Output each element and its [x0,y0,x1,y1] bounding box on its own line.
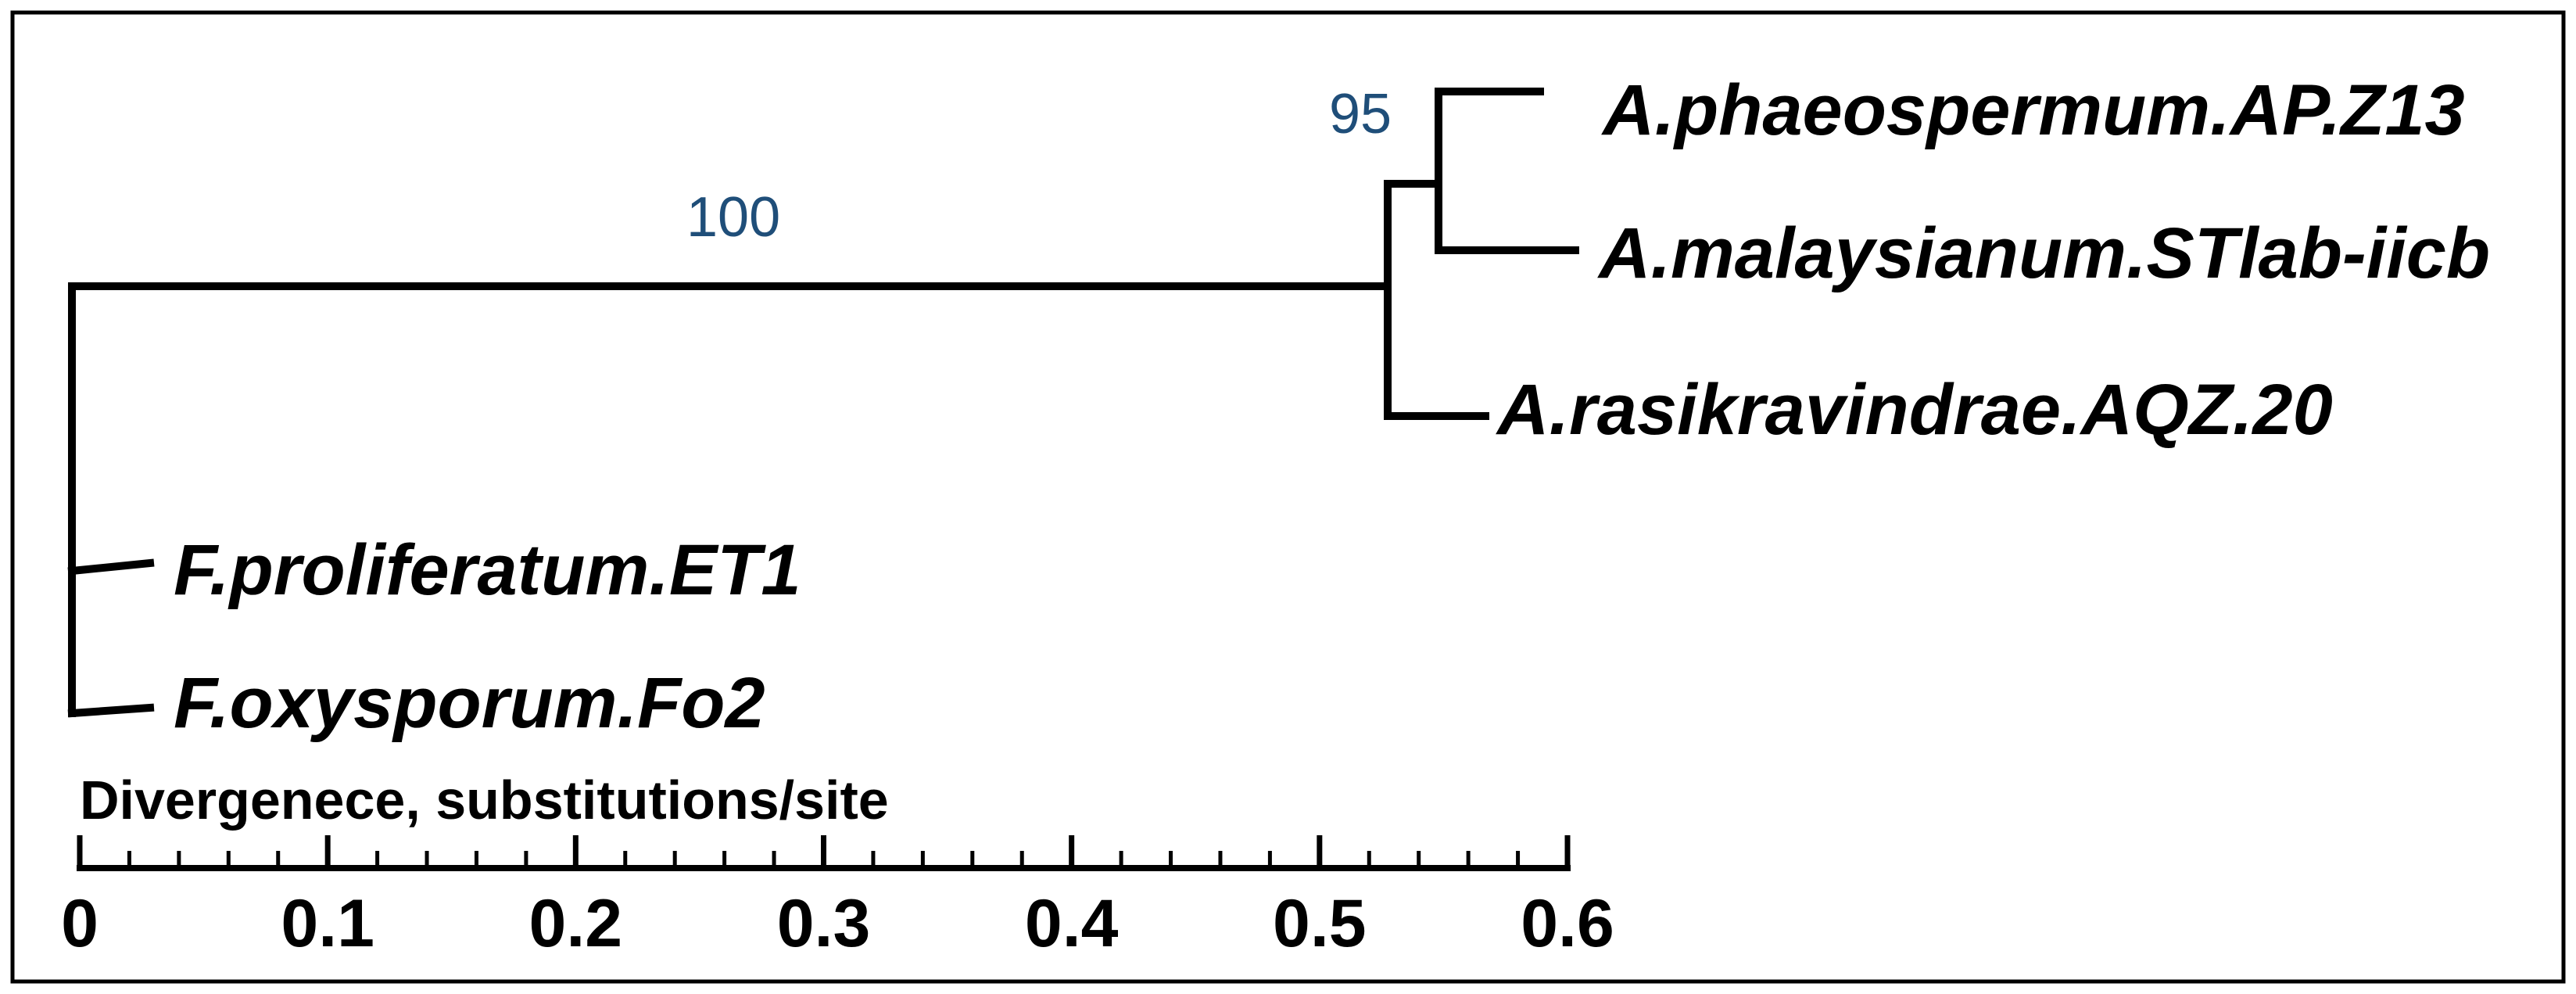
taxon-label-am: A.malaysianum.STlab-iicb [1597,214,2490,293]
scale-bar-title: Divergenece, substitutions/site [80,770,889,831]
taxon-label-fp: F.proliferatum.ET1 [174,530,801,610]
scale-tick-label: 0.3 [777,886,871,961]
scale-tick-label: 0.2 [529,886,623,961]
tree-branches [67,88,1579,718]
support-value-ap-am: 95 [1329,83,1392,145]
figure-frame [10,10,2566,984]
scale-tick-labels: 0 0.1 0.2 0.3 0.4 0.5 0.6 [61,886,1614,961]
taxon-label-ar: A.rasikravindrae.AQZ.20 [1496,370,2333,450]
taxon-label-fo: F.oxysporum.Fo2 [174,663,765,743]
scale-tick-label: 0.5 [1273,886,1367,961]
branch-fp [67,558,155,576]
scale-tick-label: 0.4 [1025,886,1119,961]
branch-fo [67,703,155,718]
scale-ticks [77,835,1571,868]
taxon-label-ap: A.phaeospermum.AP.Z13 [1601,70,2465,150]
scale-tick-label: 0.6 [1521,886,1614,961]
scale-tick-label: 0 [61,886,99,961]
scale-tick-label: 0.1 [281,886,374,961]
taxon-labels: A.phaeospermum.AP.Z13 A.malaysianum.STla… [174,70,2490,743]
support-value-arthrinium: 100 [686,186,780,249]
support-values: 100 95 [686,83,1392,249]
